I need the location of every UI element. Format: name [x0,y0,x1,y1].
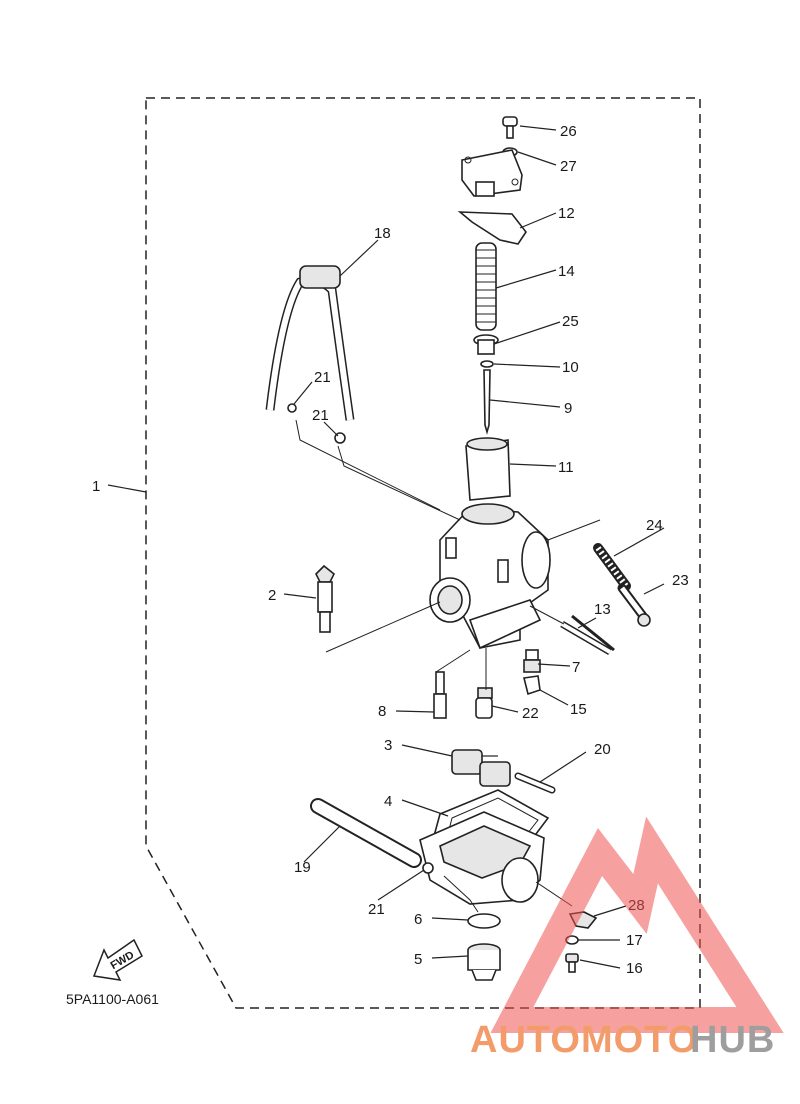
part-float-3 [451,749,511,787]
watermark-text-secondary: HUB [690,1019,775,1061]
label-22: 22 [522,705,539,722]
part-needle-9 [483,369,491,435]
watermark-text: AUTOMOTO HUB [470,1019,775,1061]
label-19: 19 [294,859,311,876]
label-24: 24 [646,517,663,534]
label-18: 18 [374,225,391,242]
label-20: 20 [594,741,611,758]
part-baffle-15 [523,675,541,696]
part-jet-7 [523,649,541,673]
part-top-cover [461,149,523,197]
label-14: 14 [558,263,575,280]
label-15: 15 [570,701,587,718]
label-21c: 21 [368,901,385,918]
label-11: 11 [558,459,574,476]
part-spring-24 [593,543,631,591]
part-drain-plug-5 [467,943,501,981]
label-16: 16 [626,960,643,977]
label-17: 17 [626,932,643,949]
leader-lines [107,125,665,969]
part-needle-jet-8 [433,671,447,719]
watermark-text-primary: AUTOMOTO [470,1019,698,1061]
label-13: 13 [594,601,611,618]
label-21b: 21 [312,407,329,424]
part-spring-14 [475,242,497,331]
label-1: 1 [92,478,100,495]
part-hoses-18 [251,262,369,580]
label-26: 26 [560,123,577,140]
part-jet-holder-22 [475,687,493,719]
part-carburetor-body [429,503,551,650]
part-screw-26 [502,116,518,139]
part-clip-10 [480,360,494,368]
label-21a: 21 [314,369,331,386]
part-oring-6 [467,913,501,929]
part-valve-13 [560,614,615,656]
label-3: 3 [384,737,392,754]
part-float-bowl [419,811,545,905]
part-clip-21c [422,862,434,874]
label-7: 7 [572,659,580,676]
watermark-logo [490,816,784,1033]
label-12: 12 [558,205,575,222]
label-9: 9 [564,400,572,417]
part-screw-23 [617,583,651,627]
watermark-triangle-icon [490,816,784,1033]
label-23: 23 [672,572,689,589]
diagram-code: 5PA1100-A061 [66,991,159,1007]
part-screw-16 [565,953,579,973]
part-holder-25 [473,334,499,355]
part-air-screw-2 [315,564,336,633]
label-4: 4 [384,793,392,810]
label-8: 8 [378,703,386,720]
label-5: 5 [414,951,422,968]
label-27: 27 [560,158,577,175]
part-throttle-valve-11 [465,437,511,501]
label-6: 6 [414,911,422,928]
label-2: 2 [268,587,276,604]
fwd-arrow-icon: FWD [92,938,143,981]
label-25: 25 [562,313,579,330]
part-clip-21a [287,403,297,413]
part-gasket-12 [457,211,527,245]
label-10: 10 [562,359,579,376]
assembly-boundary [145,97,701,1009]
